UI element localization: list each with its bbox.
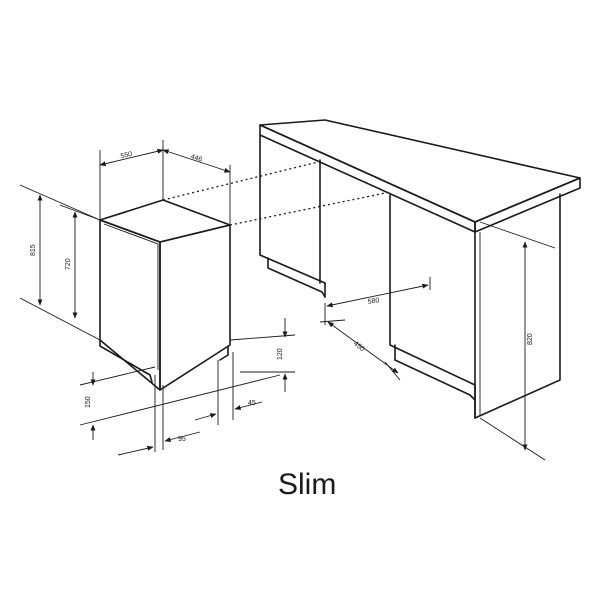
alignment-line-top (162, 161, 319, 201)
dim-heights-left: 815 720 (19, 184, 101, 341)
dim-label-720: 720 (65, 258, 72, 270)
dim-label-45: 45 (248, 400, 256, 407)
dim-label-550: 550 (120, 151, 133, 160)
dishwasher-outline (99, 199, 231, 391)
dim-foot-offset: 45 (194, 352, 263, 425)
dim-label-820: 820 (527, 333, 534, 345)
dim-label-95: 95 (178, 436, 186, 443)
dim-niche-height: 820 (479, 221, 556, 461)
dim-label-120: 120 (277, 348, 284, 360)
dim-depth-top: 550 446 (99, 140, 231, 225)
dim-label-815: 815 (30, 244, 37, 256)
dim-foot-height: 150 (79, 366, 281, 440)
kitchen-cabinet-outline (259, 119, 581, 419)
dim-label-450: 450 (352, 340, 366, 353)
dim-label-446: 446 (190, 153, 203, 163)
dim-toe-offset: 95 (117, 375, 201, 456)
alignment-line-bottom (229, 191, 391, 226)
diagram-title: Slim (278, 468, 336, 501)
dim-label-580: 580 (367, 297, 380, 306)
dim-label-150: 150 (85, 396, 92, 408)
dim-plinth-height: 120 (229, 318, 296, 392)
dim-niche-depth: 580 (324, 277, 431, 325)
dim-niche-width: 450 (319, 319, 401, 381)
